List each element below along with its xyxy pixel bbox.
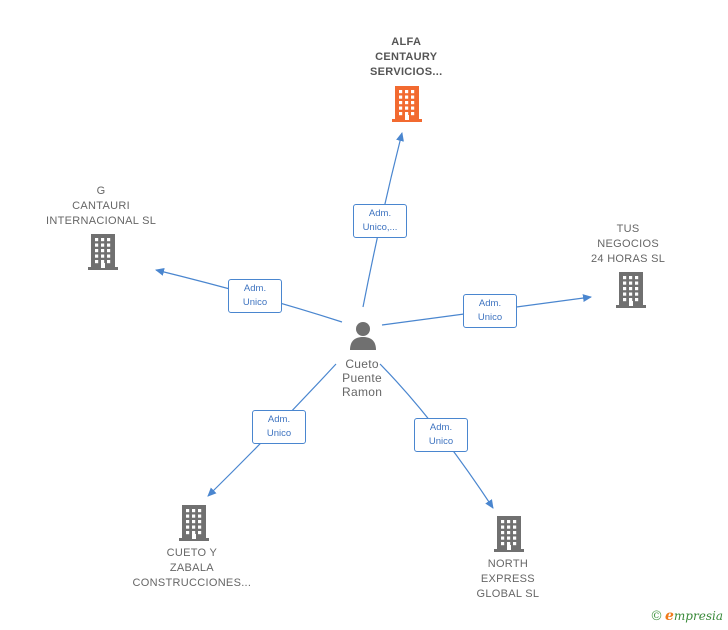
empresia-logo: ©empresia [650, 608, 728, 628]
role-badge-text: Unico [477, 312, 503, 323]
role-badge-text: Adm. [429, 422, 453, 433]
role-badge-g-cantauri[interactable]: Adm. Unico [228, 279, 282, 313]
company-label-alfa-line: SERVICIOS... [370, 66, 443, 78]
company-label-alfa-line: ALFA [391, 36, 422, 48]
company-label-cueto-zabala[interactable]: CUETO Y ZABALA CONSTRUCCIONES... [133, 546, 252, 591]
company-label-tus-negocios[interactable]: TUS NEGOCIOS 24 HORAS SL [591, 222, 665, 267]
role-badge-text: Unico,... [362, 222, 398, 233]
company-label-alfa-line: CENTAURY [375, 51, 438, 63]
company-label-north-express-line: GLOBAL SL [476, 588, 540, 600]
company-label-tus-negocios-line: NEGOCIOS [597, 238, 659, 250]
building-icon[interactable] [614, 270, 648, 310]
copyright-symbol: © [650, 609, 663, 624]
person-label-line: Ramon [342, 385, 383, 399]
role-badge-text: Adm. [267, 414, 291, 425]
person-icon[interactable] [348, 320, 378, 350]
person-label-line: Cueto [345, 357, 379, 371]
role-badge-tus-negocios[interactable]: Adm. Unico [463, 294, 517, 328]
building-icon[interactable] [86, 232, 120, 272]
company-label-tus-negocios-line: 24 HORAS SL [591, 253, 666, 265]
company-label-g-cantauri-line: G [96, 185, 106, 197]
building-icon[interactable] [390, 84, 424, 124]
company-label-north-express[interactable]: NORTH EXPRESS GLOBAL SL [477, 557, 540, 602]
company-label-g-cantauri[interactable]: G CANTAURI INTERNACIONAL SL [46, 184, 156, 229]
role-badge-text: Unico [266, 428, 292, 439]
building-icon[interactable] [177, 503, 211, 543]
role-badge-text: Adm. [478, 298, 502, 309]
company-label-north-express-line: EXPRESS [480, 573, 535, 585]
role-badge-north-express[interactable]: Adm. Unico [414, 418, 468, 452]
role-badge-text: Unico [428, 436, 454, 447]
company-label-alfa[interactable]: ALFA CENTAURY SERVICIOS... [370, 35, 442, 80]
company-label-north-express-line: NORTH [487, 558, 529, 570]
brand-initial: e [665, 608, 674, 624]
company-label-cueto-zabala-line: ZABALA [169, 562, 214, 574]
company-label-g-cantauri-line: INTERNACIONAL SL [46, 215, 157, 227]
role-badge-text: Adm. [368, 208, 392, 219]
company-label-cueto-zabala-line: CONSTRUCCIONES... [132, 577, 252, 589]
company-label-tus-negocios-line: TUS [616, 223, 640, 235]
role-badge-cueto-zabala[interactable]: Adm. Unico [252, 410, 306, 444]
company-label-g-cantauri-line: CANTAURI [72, 200, 130, 212]
company-label-cueto-zabala-line: CUETO Y [166, 547, 218, 559]
person-label-line: Puente [342, 371, 383, 385]
role-badge-text: Unico [242, 297, 268, 308]
role-badge-text: Adm. [243, 283, 267, 294]
brand-name: mpresia [673, 609, 723, 623]
building-icon[interactable] [492, 514, 526, 554]
role-badge-alfa[interactable]: Adm. Unico,... [353, 204, 407, 238]
